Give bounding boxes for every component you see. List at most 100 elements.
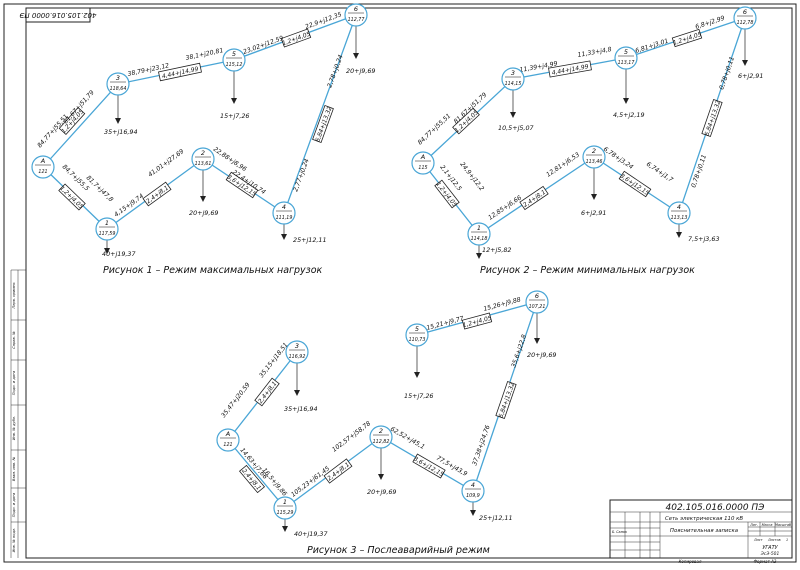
bus-voltage: 116,92 [289, 354, 306, 360]
bus-id: 1 [105, 219, 109, 227]
bus-id: 5 [415, 325, 419, 333]
titleblock-subtitle: Пояснительная записка [670, 528, 738, 534]
flow-label: 0,78+j0,11 [718, 56, 736, 91]
flow-label: 105,23+j61,45 [290, 465, 331, 498]
bus-id: 3 [295, 342, 299, 350]
bus-nodes: A 121 1 115,29 2 112,82 3 116,92 4 109,9 [216, 290, 549, 520]
bus-id: 2 [592, 147, 596, 155]
titleblock-sheet: Лист [753, 538, 764, 542]
flow-label: 6,8+j2,99 [694, 15, 725, 31]
bus-node-5: 5 113,17 [614, 46, 638, 70]
top-stamp: 402.105.016.0000 ПЭ [19, 7, 96, 23]
load-label: 12+j5,82 [482, 246, 512, 254]
bus-voltage: 110,73 [409, 337, 426, 343]
bus-node-4: 4 109,9 [461, 479, 485, 503]
bus-node-2: 2 113,46 [582, 145, 606, 169]
titleblock-format: Формат A3 [754, 559, 777, 564]
bus-voltage: 113,17 [618, 60, 635, 66]
figure-1: 1,2+j4,05 4,44+j14,99 1,2+j4,05 1,2+j4,0… [31, 3, 376, 276]
bus-voltage: 112,78 [737, 20, 754, 26]
bus-id: 6 [535, 292, 539, 300]
bus-node-5: 5 115,12 [222, 48, 246, 72]
bus-node-6: 6 112,78 [733, 6, 757, 30]
titleblock-sheets-count: 1 [786, 538, 788, 542]
load-label: 20+j9,69 [346, 67, 376, 75]
bus-voltage: 113,46 [586, 159, 603, 165]
titleblock-group: ЭсЭ-501 [760, 551, 780, 557]
bus-voltage: 121 [38, 169, 47, 175]
flow-label: 15,26+j9,88 [483, 296, 522, 313]
bus-voltage: 113,13 [671, 215, 688, 221]
titleblock-student: Б. Салюк [612, 530, 627, 534]
title-block: 402.105.016.0000 ПЭ Сеть электрическая 1… [609, 499, 793, 564]
bus-voltage: 115,12 [226, 62, 243, 68]
load-label: 40+j19,37 [102, 250, 136, 258]
flow-label: 35,6+j22,8 [510, 334, 528, 369]
flow-label: 6,74+j1,7 [645, 161, 674, 184]
load-label: 20+j9,69 [189, 209, 219, 217]
bus-id: 2 [379, 427, 383, 435]
bus-node-2: 2 113,61 [191, 147, 215, 171]
side-column: Перв. примен. Справ. № Подп. и дата Инв.… [10, 269, 26, 558]
bus-id: 6 [354, 5, 358, 13]
load-arrows: 35+j16,94 15+j7,26 20+j9,69 40+j19,37 20… [102, 26, 376, 258]
bus-node-4: 4 113,13 [667, 201, 691, 225]
bus-id: A [225, 430, 230, 438]
side-label: Инв. № дубл. [12, 416, 16, 441]
impedance-label: 1,2+j4,05 [58, 185, 84, 211]
bus-id: 3 [116, 74, 120, 82]
load-label: 25+j12,11 [479, 514, 513, 522]
titleblock-col-mass: Масса [762, 523, 773, 527]
bus-voltage: 121 [223, 442, 232, 448]
bus-node-5: 5 110,73 [405, 323, 429, 347]
side-label: Справ. № [12, 331, 16, 349]
titleblock-col-scale: Масштаб [775, 523, 791, 527]
bus-voltage: 112,77 [348, 17, 365, 23]
flow-label: 11,33+j4,8 [577, 46, 612, 59]
flow-label: 41,01+j27,69 [147, 148, 185, 179]
bus-id: 6 [743, 8, 747, 16]
bus-voltage: 118,64 [110, 86, 127, 92]
flow-label: 35,47+j20,59 [220, 382, 252, 420]
bus-voltage: 111,19 [276, 215, 293, 221]
bus-node-1: 1 114,18 [467, 222, 491, 246]
bus-node-3: 3 118,64 [106, 72, 130, 96]
figure-caption: Рисунок 1 – Режим максимальных нагрузок [103, 265, 323, 276]
bus-id: A [420, 153, 425, 161]
load-label: 40+j19,37 [294, 530, 328, 538]
impedance-label: 6,84+j13,32 [704, 99, 723, 137]
side-label: Подп. и дата [12, 493, 16, 517]
flow-label: 62,52+j45,1 [389, 426, 426, 451]
bus-id: 1 [283, 498, 287, 506]
titleblock-col-lit: Лит. [749, 523, 758, 527]
load-label: 4,5+j2,19 [613, 111, 645, 119]
load-label: 6+j2,91 [738, 72, 763, 80]
flow-label: 6,81+j3,01 [634, 38, 669, 55]
bus-id: 5 [232, 50, 236, 58]
figure-3: 2,4+j8,1 2,4+j8,1 2,4+j8,1 3,6+j12,15 1,… [216, 290, 557, 556]
bus-node-6: 6 107,21 [525, 290, 549, 314]
load-label: 35+j16,94 [104, 128, 138, 136]
bus-id: 4 [677, 203, 681, 211]
bus-node-6: 6 112,77 [344, 3, 368, 27]
bus-nodes: A 121 1 117,59 2 113,61 3 118,64 4 111,1… [31, 3, 368, 241]
figure-caption: Рисунок 2 – Режим минимальных нагрузок [480, 265, 695, 276]
bus-node-A: A 121 [31, 155, 55, 179]
load-label: 10,5+j5,07 [498, 124, 534, 132]
bus-node-2: 2 112,82 [369, 425, 393, 449]
bus-voltage: 109,9 [466, 493, 480, 499]
bus-id: 3 [511, 69, 515, 77]
impedance-label: 3,6+j12,15 [619, 173, 651, 198]
inner-frame [25, 7, 793, 559]
top-stamp-text: 402.105.016.0000 ПЭ [19, 11, 96, 19]
flow-label: 81,7+j47,8 [85, 174, 115, 203]
bus-id: 1 [477, 224, 481, 232]
load-label: 20+j9,69 [527, 351, 557, 359]
load-label: 6+j2,91 [581, 209, 606, 217]
side-label: Взам. инв. № [12, 457, 16, 482]
titleblock-kopiroval: Копировал [679, 559, 702, 564]
bus-node-1: 1 117,59 [95, 217, 119, 241]
bus-node-A: A 121 [216, 428, 240, 452]
outer-frame [3, 3, 797, 563]
bus-voltage: 117,59 [99, 231, 116, 237]
